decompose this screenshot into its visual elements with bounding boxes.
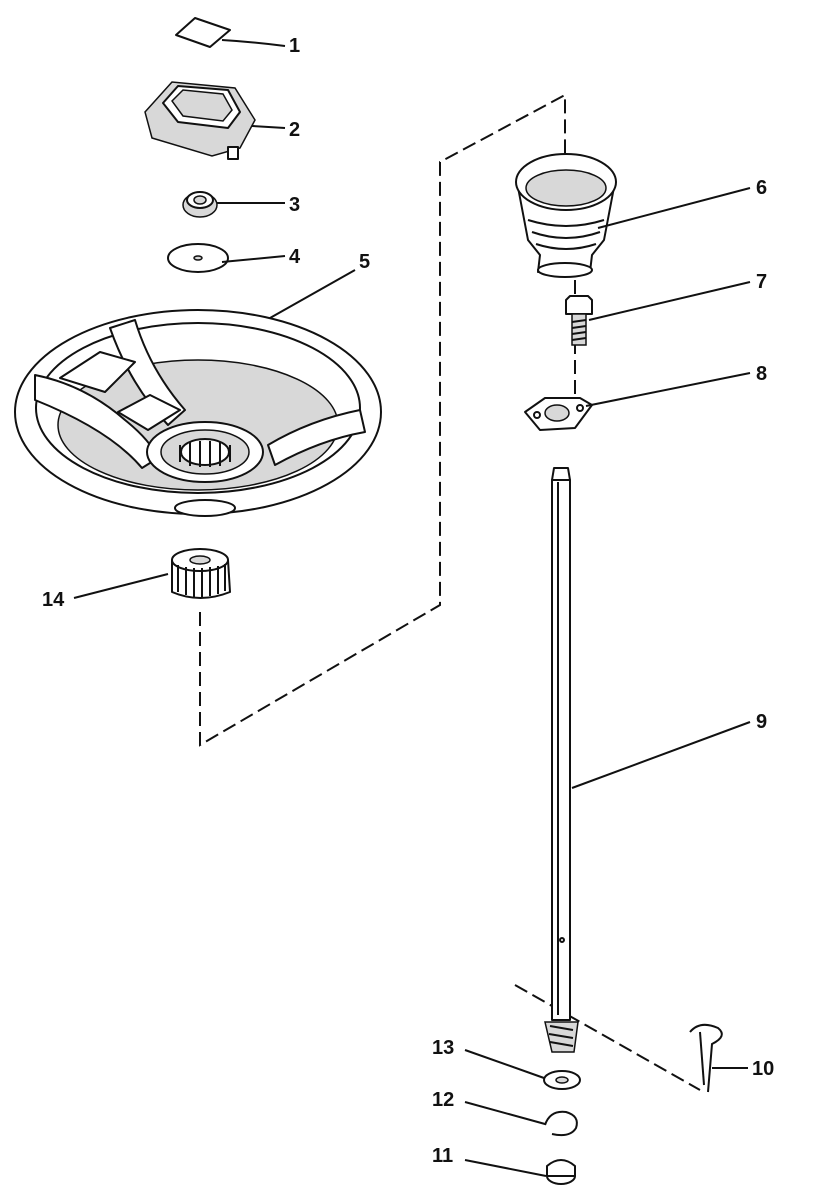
nut-icon xyxy=(182,191,218,218)
steering-wheel-icon xyxy=(14,309,382,517)
callout-2: 2 xyxy=(289,119,300,141)
callout-13: 13 xyxy=(432,1037,454,1059)
leader-lines xyxy=(73,39,751,1177)
emblem-decal-icon xyxy=(175,17,231,48)
callout-7: 7 xyxy=(756,271,767,293)
splined-adapter-icon xyxy=(171,548,231,599)
assembly-guide-lines xyxy=(199,93,701,1091)
flat-washer-icon xyxy=(543,1070,581,1090)
retaining-ring-icon xyxy=(544,1110,578,1137)
flange-bearing-icon xyxy=(524,397,593,431)
callout-12: 12 xyxy=(432,1089,454,1111)
callout-9: 9 xyxy=(756,711,767,733)
washer-icon xyxy=(167,243,229,273)
callout-8: 8 xyxy=(756,363,767,385)
callout-6: 6 xyxy=(756,177,767,199)
bolt-icon xyxy=(565,295,593,346)
center-cap-icon xyxy=(144,81,256,160)
callout-labels: 1 2 3 4 5 6 7 8 9 10 11 12 13 14 xyxy=(42,35,774,1167)
callout-14: 14 xyxy=(42,589,65,611)
cotter-pin-icon xyxy=(689,1023,723,1093)
column-boot-icon xyxy=(515,153,617,278)
callout-10: 10 xyxy=(752,1058,774,1080)
callout-1: 1 xyxy=(289,35,300,57)
cap-nut-icon xyxy=(546,1159,576,1185)
callout-11: 11 xyxy=(432,1145,453,1167)
callout-5: 5 xyxy=(359,251,370,273)
callout-4: 4 xyxy=(289,246,301,268)
steering-shaft-icon xyxy=(544,467,579,1053)
callout-3: 3 xyxy=(289,194,300,216)
